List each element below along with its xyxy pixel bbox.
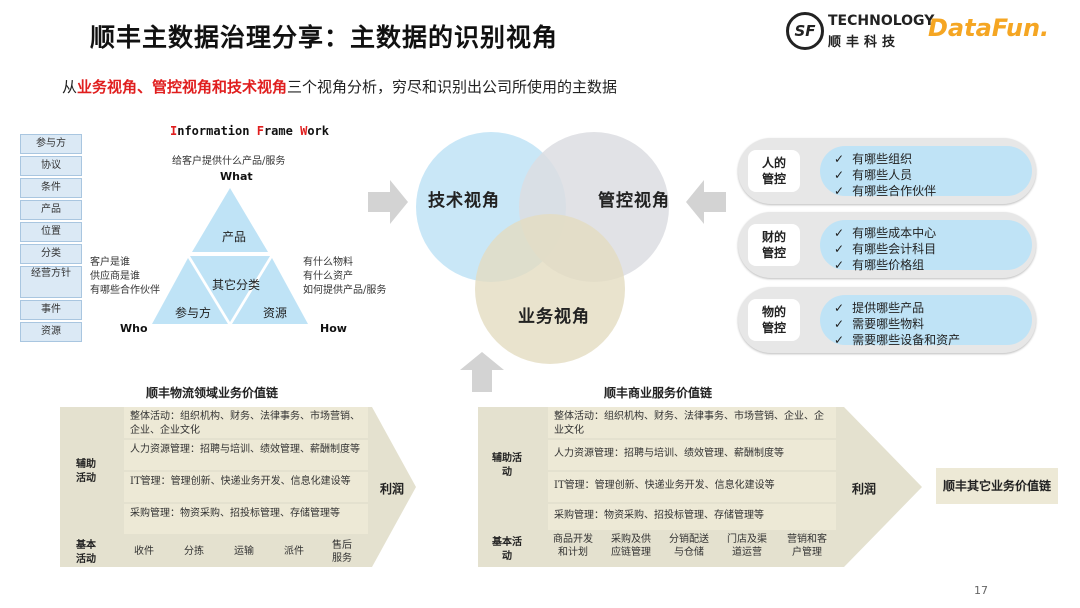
category-list: 参与方 协议 条件 产品 位置 分类 经营方针 事件 资源 [20,134,82,344]
chain-right-aux-label: 辅助活动 [492,453,522,478]
capsule-item: ✓有哪些人员 [834,168,913,182]
capsule-item: ✓有哪些会计科目 [834,242,937,256]
chain-left-aux-label: 辅助活动 [76,459,96,484]
what-description: 给客户提供什么产品/服务 [172,156,286,167]
subtitle: 从业务视角、管控视角和技术视角三个视角分析，穷尽和识别出公司所使用的主数据 [62,76,617,97]
chain-right-basic-item: 门店及渠道运营 [727,534,767,558]
chain-left-basic-item: 收件 [134,546,154,557]
capsule-item: ✓有哪些成本中心 [834,226,937,240]
capsule-item: ✓有哪些合作伙伴 [834,184,937,198]
what-label: What [220,170,253,183]
check-icon: ✓ [834,333,845,347]
chain-right-title: 顺丰商业服务价值链 [604,386,713,400]
category-item: 资源 [20,322,82,342]
chain-right-basic-item: 营销和客户管理 [787,534,827,558]
category-item: 参与方 [20,134,82,154]
category-item: 条件 [20,178,82,198]
check-icon: ✓ [834,184,845,198]
capsule-item: ✓有哪些价格组 [834,258,925,272]
arrow-left-icon [686,180,726,224]
subtitle-suffix: 三个视角分析，穷尽和识别出公司所使用的主数据 [287,78,618,96]
triangle-right-label: 资源 [263,306,288,320]
category-item: 分类 [20,244,82,264]
datafun-logo: DataFun. [928,14,1050,42]
capsule-item: ✓提供哪些产品 [834,301,925,315]
check-icon: ✓ [834,258,845,272]
chain-right-basic-item: 采购及供应链管理 [611,534,651,558]
check-icon: ✓ [834,152,845,166]
arrow-up-icon [460,352,504,392]
chain-right-basic-item: 分销配送与仓储 [669,534,709,558]
triangle-middle [190,256,270,322]
who-label: Who [120,322,148,335]
chain-left-aux-row: 整体活动：组织机构、财务、法律事务、市场营销、企业、企业文化 [124,407,368,438]
check-icon: ✓ [834,226,845,240]
chain-right-basic-label: 基本活动 [492,537,522,562]
category-item: 产品 [20,200,82,220]
arrow-right-icon [368,180,408,224]
chain-left-basic-label: 基本活动 [76,540,96,565]
chain-left-profit: 利润 [380,482,405,496]
venn-business-circle [475,214,625,364]
sf-logo-mark: SF [786,12,824,50]
who-description: 客户是谁供应商是谁有哪些合作伙伴 [90,257,160,296]
check-icon: ✓ [834,301,845,315]
control-capsule-people: 人的管控 ✓有哪些组织 ✓有哪些人员 ✓有哪些合作伙伴 [738,138,1036,204]
capsule-item: ✓有哪些组织 [834,152,913,166]
control-capsule-material: 物的管控 ✓提供哪些产品 ✓需要哪些物料 ✓需要哪些设备和资产 [738,287,1036,353]
triangle-left [152,258,228,324]
other-business-chain: 顺丰其它业务价值链 [936,468,1058,504]
category-item: 经营方针 [20,266,82,298]
capsule-item: ✓需要哪些物料 [834,317,925,331]
chain-right-profit: 利润 [852,482,877,496]
page-title: 顺丰主数据治理分享：主数据的识别视角 [90,23,559,52]
chain-left-title: 顺丰物流领域业务价值链 [146,386,279,400]
chain-left-aux-row: 人力资源管理：招聘与培训、绩效管理、薪酬制度等 [124,440,368,470]
check-icon: ✓ [834,168,845,182]
chain-left-basic-item: 派件 [284,546,304,557]
capsule-item: ✓需要哪些设备和资产 [834,333,961,347]
framework-title: Information Frame Work [170,124,329,138]
chain-right-aux-row: IT管理：管理创新、快递业务开发、信息化建设等 [548,472,836,502]
how-description: 有什么物料有什么资产如何提供产品/服务 [303,257,387,296]
chain-left-basic-item: 售后服务 [332,540,352,564]
triangle-top [192,188,268,252]
chain-left-basic-item: 运输 [234,546,254,557]
chain-left-aux-row: 采购管理：物资采购、招投标管理、存储管理等 [124,504,368,534]
check-icon: ✓ [834,317,845,331]
sf-logo-subtext: 顺丰科技 [828,35,901,50]
chain-right-aux-row: 采购管理：物资采购、招投标管理、存储管理等 [548,504,836,530]
check-icon: ✓ [834,242,845,256]
triangle-left-label: 参与方 [175,306,212,320]
capsule-label: 物的管控 [748,299,800,341]
page-number: 17 [974,584,988,597]
capsule-label: 财的管控 [748,224,800,266]
venn-control-label: 管控视角 [598,191,670,211]
chain-right-aux-row: 整体活动：组织机构、财务、法律事务、市场营销、企业、企业文化 [548,407,836,438]
subtitle-highlight: 业务视角、管控视角和技术视角 [77,78,288,96]
sf-logo-text: TECHNOLOGY [828,13,935,29]
chain-left-aux-row: IT管理：管理创新、快递业务开发、信息化建设等 [124,472,368,502]
category-item: 事件 [20,300,82,320]
capsule-label: 人的管控 [748,150,800,192]
chain-right-basic-item: 商品开发和计划 [553,534,593,558]
chain-right-aux-row: 人力资源管理：招聘与培训、绩效管理、薪酬制度等 [548,440,836,470]
control-capsule-finance: 财的管控 ✓有哪些成本中心 ✓有哪些会计科目 ✓有哪些价格组 [738,212,1036,278]
subtitle-prefix: 从 [62,78,78,96]
how-label: How [320,322,347,335]
category-item: 协议 [20,156,82,176]
venn-tech-label: 技术视角 [428,191,500,211]
triangle-top-label: 产品 [222,230,247,244]
venn-business-label: 业务视角 [518,307,590,327]
chain-left-basic-item: 分拣 [184,546,204,557]
category-item: 位置 [20,222,82,242]
framework-triangle [152,188,308,324]
triangle-right [232,258,308,324]
triangle-middle-label: 其它分类 [212,278,261,292]
